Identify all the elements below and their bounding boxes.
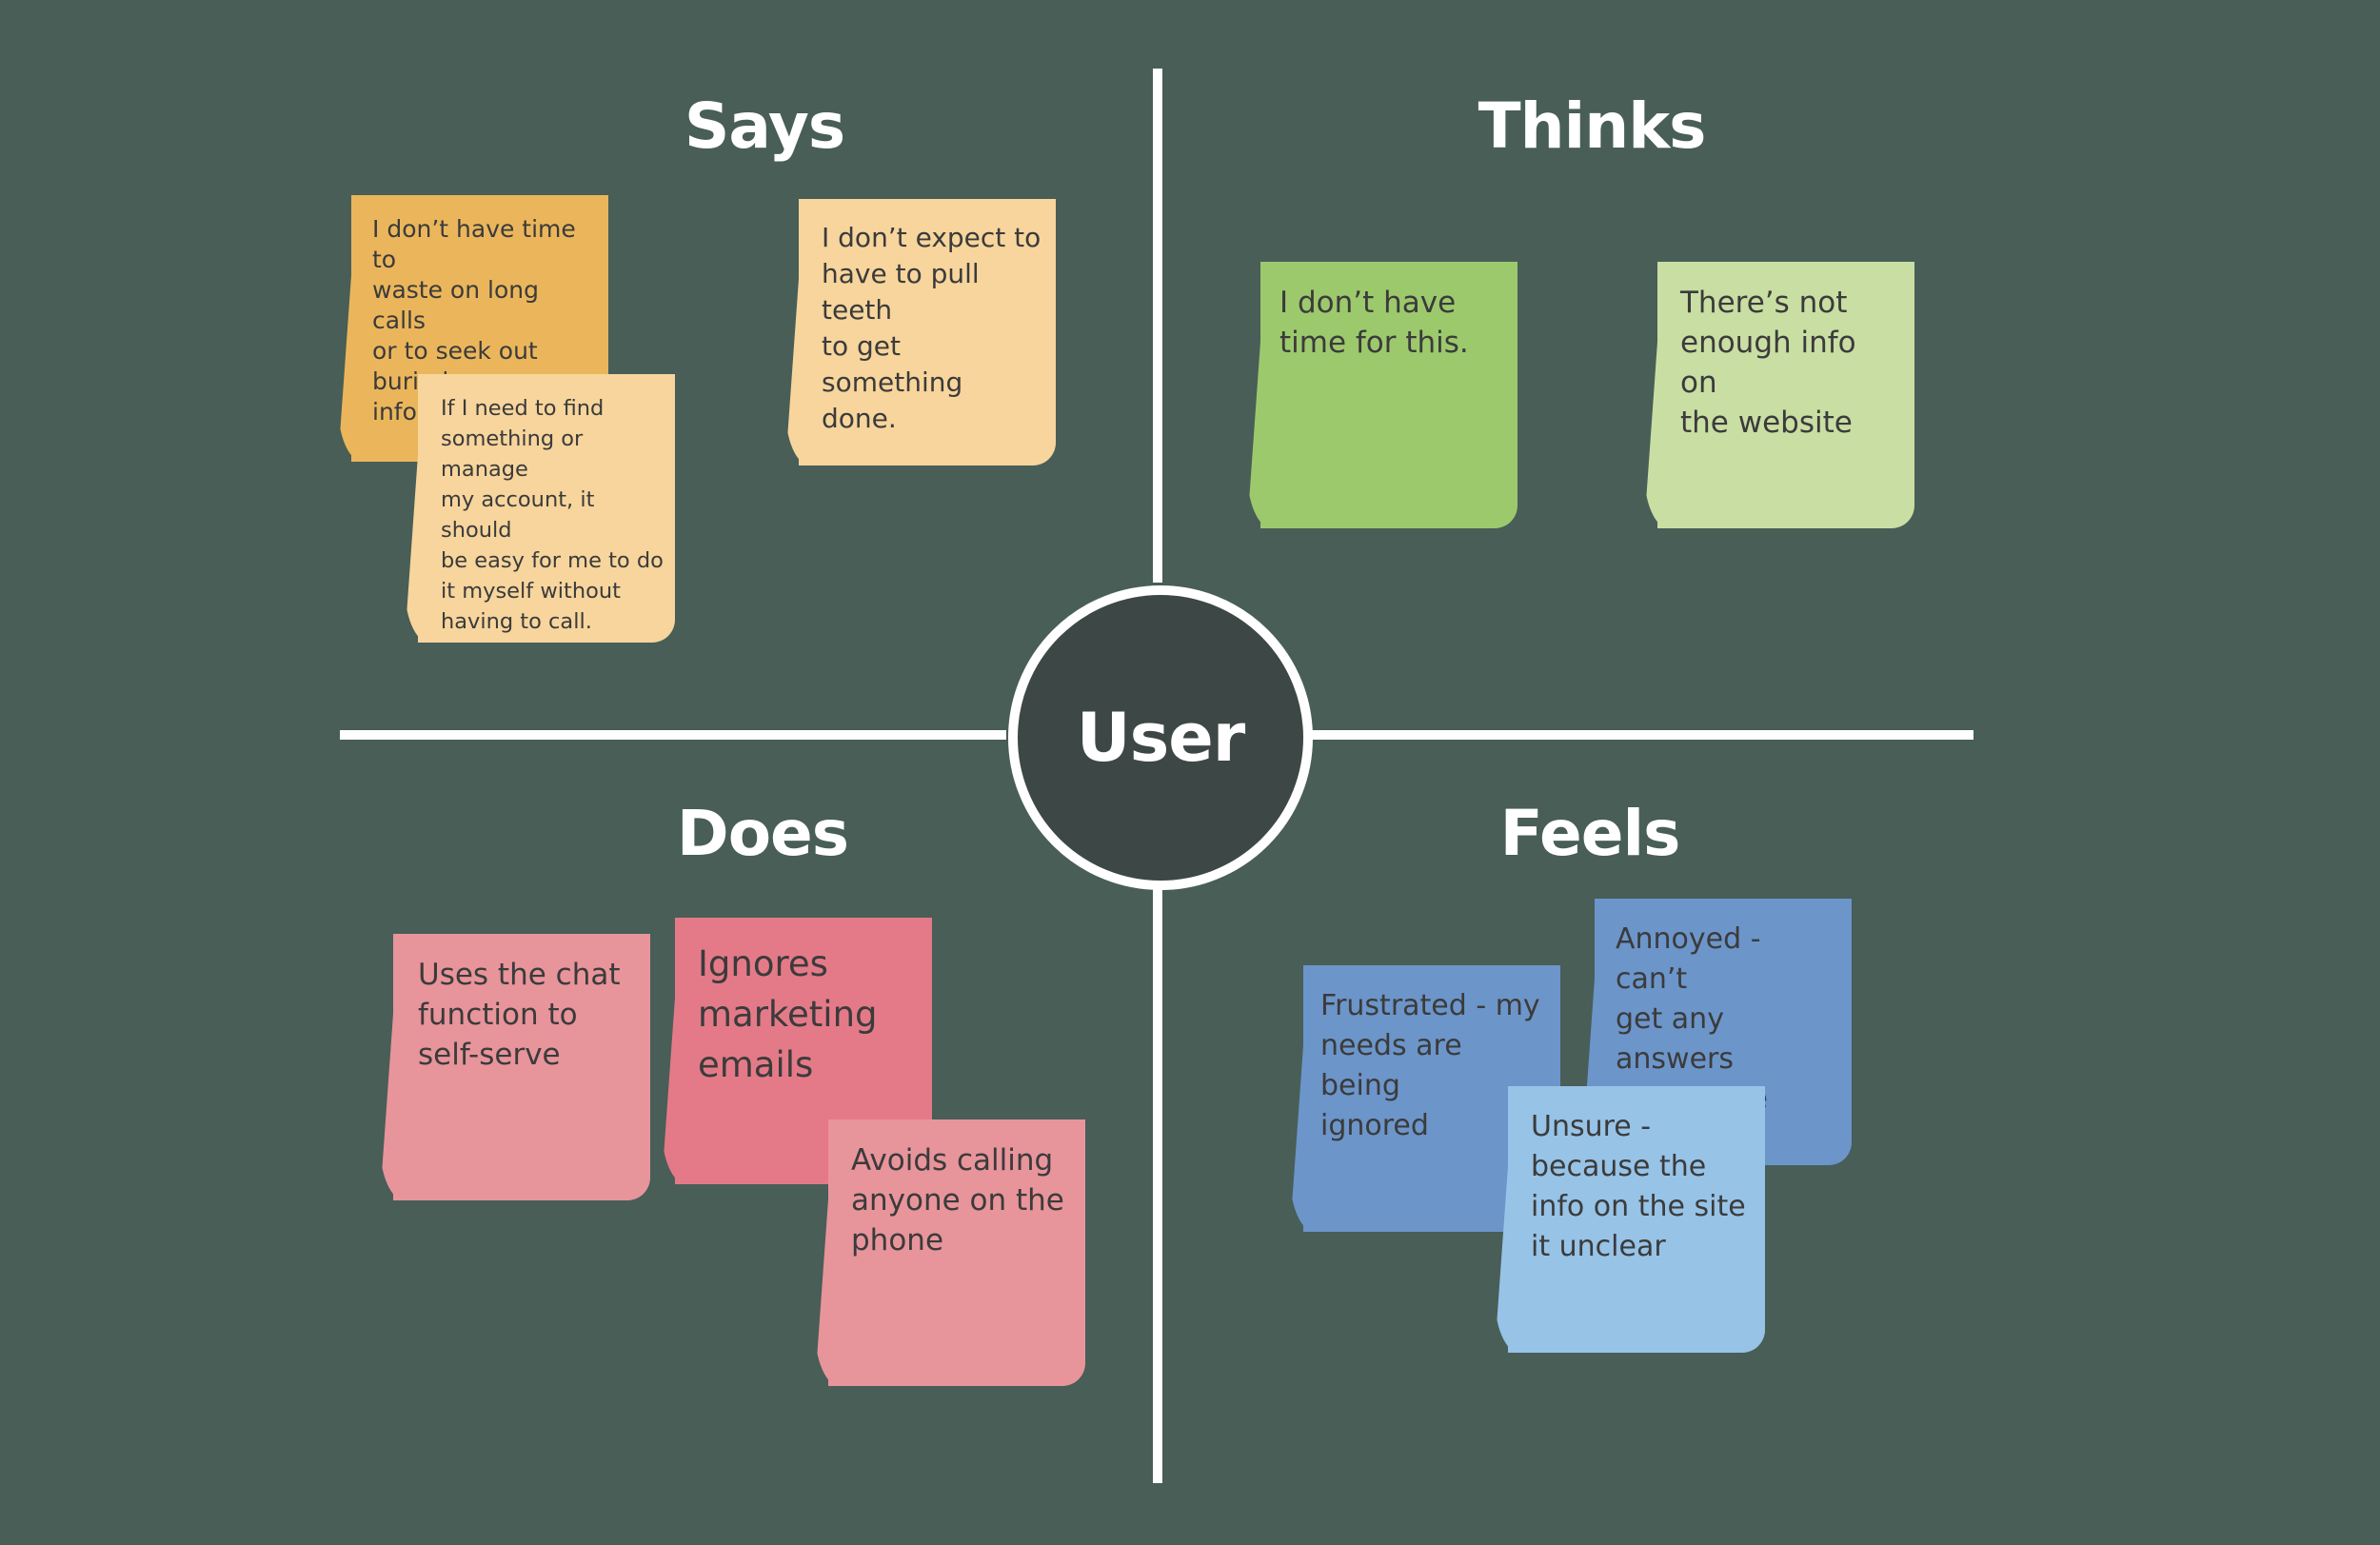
says-heading: Says — [684, 89, 845, 163]
thinks-heading: Thinks — [1478, 89, 1707, 163]
divider-horizontal-right — [1308, 730, 1973, 740]
does-note-1-text: Uses the chat function to self-serve — [418, 958, 621, 1072]
thinks-note-1: I don’t have time for this. — [1260, 262, 1517, 528]
divider-vertical-bottom — [1153, 889, 1162, 1483]
divider-vertical-top — [1153, 69, 1162, 583]
says-note-2: If I need to find something or manage my… — [418, 374, 675, 643]
user-center-label: User — [1076, 699, 1246, 777]
thinks-note-1-text: I don’t have time for this. — [1279, 286, 1469, 360]
feels-heading: Feels — [1499, 797, 1681, 870]
thinks-note-2-text: There’s not enough info on the website — [1680, 286, 1856, 440]
says-note-2-text: If I need to find something or manage my… — [441, 396, 664, 634]
user-center-circle: User — [1008, 585, 1313, 890]
does-note-3-text: Avoids calling anyone on the phone — [851, 1143, 1064, 1258]
does-note-1: Uses the chat function to self-serve — [393, 934, 650, 1200]
does-note-3: Avoids calling anyone on the phone — [828, 1119, 1085, 1386]
says-note-3: I don’t expect to have to pull teeth to … — [799, 199, 1056, 465]
divider-horizontal-left — [340, 730, 1006, 740]
feels-note-1-text: Frustrated - my needs are being ignored — [1320, 989, 1540, 1142]
does-note-2-text: Ignores marketing emails — [698, 943, 878, 1085]
feels-note-3: Unsure - because the info on the site it… — [1508, 1086, 1765, 1353]
thinks-note-2: There’s not enough info on the website — [1657, 262, 1914, 528]
says-note-3-text: I don’t expect to have to pull teeth to … — [822, 222, 1041, 434]
does-heading: Does — [676, 797, 849, 870]
feels-note-3-text: Unsure - because the info on the site it… — [1531, 1110, 1746, 1263]
